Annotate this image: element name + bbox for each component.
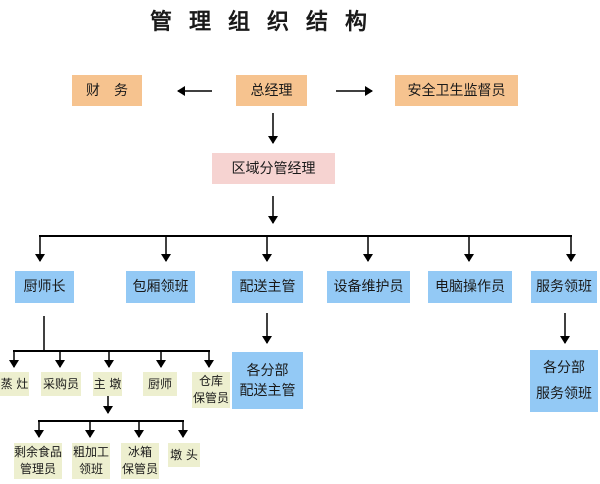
node-label-line-1: 粗加工	[72, 445, 109, 459]
node-label-line-1: 剩余食品	[14, 445, 63, 459]
node-branch-service[interactable]: 各分部 服务领班	[530, 350, 598, 412]
node-label: 墩 头	[170, 447, 198, 462]
node-label-line-2: 领班	[78, 462, 103, 476]
node-private-room-lead[interactable]: 包厢领班	[126, 271, 195, 303]
node-chef[interactable]: 厨师	[143, 372, 177, 396]
node-label: 设备维护员	[333, 279, 404, 295]
node-label: 包厢领班	[132, 279, 189, 295]
node-head-chef[interactable]: 厨师长	[15, 271, 74, 303]
node-leftover-keeper[interactable]: 剩余食品 管理员	[14, 443, 62, 479]
node-label: 总经理	[250, 82, 293, 99]
node-label: 厨师	[147, 376, 172, 391]
node-label: 采购员	[42, 376, 79, 391]
node-warehouse-keeper[interactable]: 仓库 保管员	[192, 372, 230, 408]
node-delivery-supervisor[interactable]: 配送主管	[232, 271, 303, 303]
node-label: 厨师长	[23, 279, 66, 295]
node-label-line-2: 保管员	[192, 391, 229, 405]
node-service-lead[interactable]: 服务领班	[531, 271, 597, 303]
node-label-line-1: 各分部	[246, 362, 289, 379]
node-label: 主 墩	[93, 376, 122, 391]
node-computer-operator[interactable]: 电脑操作员	[428, 271, 512, 303]
node-label-line-1: 各分部	[543, 360, 585, 376]
node-label-line-2: 管理员	[19, 462, 56, 476]
node-steamer[interactable]: 蒸 灶	[0, 372, 29, 396]
node-safety-supervisor[interactable]: 安全卫生监督员	[395, 75, 518, 106]
node-label-line-1: 冰箱	[127, 445, 152, 459]
node-label: 服务领班	[536, 279, 592, 295]
node-label: 财 务	[86, 82, 128, 99]
node-regional-manager[interactable]: 区域分管经理	[212, 153, 335, 184]
node-label: 安全卫生监督员	[407, 82, 506, 99]
node-label: 配送主管	[239, 279, 296, 295]
node-fridge-keeper[interactable]: 冰箱 保管员	[121, 443, 159, 479]
node-label-line-2: 服务领班	[536, 386, 592, 402]
node-finance[interactable]: 财 务	[72, 75, 142, 106]
node-purchaser[interactable]: 采购员	[41, 372, 81, 396]
node-label-line-1: 仓库	[198, 374, 223, 388]
node-cutter[interactable]: 墩 头	[168, 443, 200, 467]
node-equipment-maintainer[interactable]: 设备维护员	[327, 271, 410, 303]
chart-title: 管理组织结构	[150, 10, 385, 35]
node-label: 区域分管经理	[231, 160, 316, 177]
node-branch-delivery[interactable]: 各分部 配送主管	[232, 352, 303, 409]
node-label: 电脑操作员	[435, 279, 505, 295]
node-label: 蒸 灶	[0, 376, 29, 391]
node-general-manager[interactable]: 总经理	[236, 75, 307, 106]
node-head-cutter[interactable]: 主 墩	[93, 372, 122, 396]
node-prep-lead[interactable]: 粗加工 领班	[72, 443, 110, 479]
node-label-line-2: 配送主管	[239, 382, 296, 399]
node-label-line-2: 保管员	[121, 462, 158, 476]
